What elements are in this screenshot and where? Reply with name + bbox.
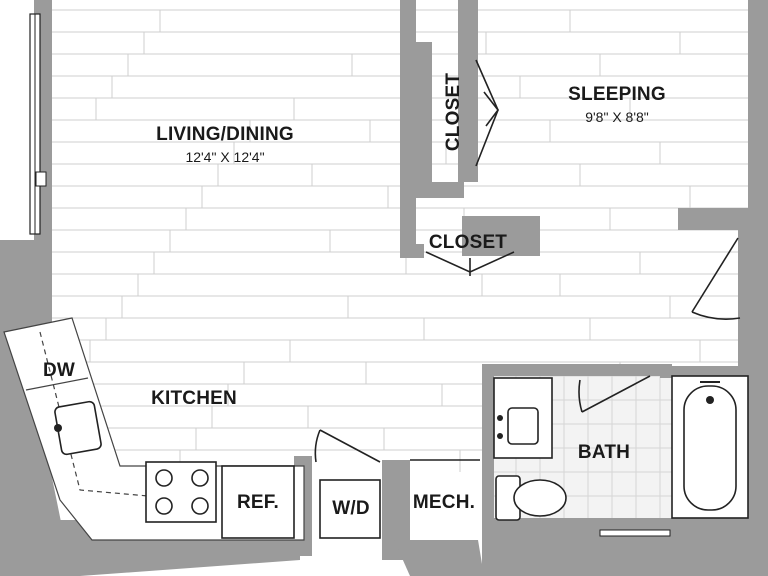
bath-vent — [599, 529, 671, 537]
closet-door-bifold — [475, 59, 500, 167]
sleeping-dimensions: 9'8" X 8'8" — [585, 109, 649, 125]
living-dining-label: LIVING/DINING — [156, 124, 294, 145]
closet-sleeping-label: CLOSET — [443, 73, 464, 151]
closet-hall-label: CLOSET — [429, 232, 507, 253]
bath-door — [578, 375, 651, 413]
washer-dryer-label: W/D — [332, 498, 370, 519]
kitchen-sink — [54, 400, 102, 456]
toilet — [495, 475, 567, 521]
washer-dryer-box — [319, 479, 381, 539]
refrigerator-label: REF. — [237, 492, 279, 513]
window — [29, 13, 47, 235]
mechanical-label: MECH. — [413, 492, 475, 513]
range — [145, 461, 217, 523]
bathtub — [671, 375, 749, 519]
hall-closet-door — [425, 251, 515, 276]
sleeping-label: SLEEPING — [568, 84, 666, 105]
bath-sink — [493, 377, 553, 459]
sleeping-door — [691, 237, 741, 320]
refrigerator-box — [221, 465, 295, 539]
bath-label: BATH — [578, 442, 630, 463]
living-dining-dimensions: 12'4" X 12'4" — [185, 149, 264, 165]
wd-closet-door — [314, 429, 381, 463]
dishwasher-label: DW — [43, 360, 75, 381]
kitchen-label: KITCHEN — [151, 388, 237, 409]
